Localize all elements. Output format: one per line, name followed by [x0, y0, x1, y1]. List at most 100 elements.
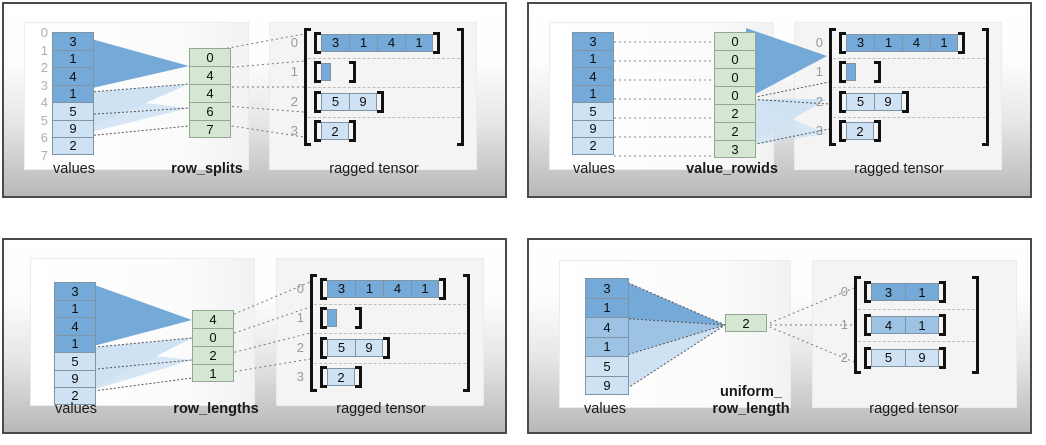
- bracket-open-icon: [320, 277, 327, 300]
- tensor-cell: 3: [327, 279, 355, 298]
- bracket-open-icon: [314, 31, 321, 54]
- bracket-close-icon: [349, 61, 356, 84]
- bracket-open-icon: [864, 314, 871, 336]
- value-cell: 2: [54, 387, 96, 405]
- bracket-close-icon: [439, 277, 446, 300]
- bracket-open-icon: [839, 90, 846, 113]
- row-separator: [308, 57, 460, 59]
- bracket-close-icon: [972, 276, 979, 374]
- value-cell: 9: [585, 375, 629, 395]
- row-separator: [308, 116, 460, 118]
- tensor-cell: 9: [874, 92, 902, 111]
- bracket-close-icon: [377, 90, 384, 113]
- tensor-cell: 4: [377, 33, 405, 52]
- tensor-row-index: 0: [815, 34, 823, 50]
- tensor-row-index: 1: [290, 64, 298, 80]
- tensor-cell: 2: [321, 122, 349, 141]
- tensor-row: 2: [327, 368, 355, 387]
- value-cell: 1: [585, 336, 629, 356]
- partition-column-4: 2: [725, 314, 767, 332]
- value-cell: 1: [572, 84, 614, 102]
- partition-cell: 2: [725, 314, 767, 332]
- tensor-row-index: 3: [815, 123, 823, 139]
- row-separator: [858, 308, 975, 310]
- partition-cell: 4: [192, 310, 234, 328]
- tensor-row-index: 3: [290, 123, 298, 139]
- bracket-close-icon: [902, 90, 909, 113]
- bracket-open-icon: [854, 276, 861, 374]
- value-index-label: 1: [40, 42, 48, 58]
- tensor-cell: 3: [871, 283, 905, 302]
- partition-cell: 0: [189, 48, 231, 66]
- value-cell: 5: [54, 352, 96, 370]
- bracket-open-icon: [864, 281, 871, 304]
- partition-label-4: uniform_ row_length: [712, 384, 790, 417]
- bracket-open-icon: [314, 120, 321, 143]
- partition-cell: 0: [714, 68, 756, 86]
- tensor-row: [321, 63, 331, 82]
- bracket-open-icon: [839, 31, 846, 54]
- value-index-label: 6: [40, 130, 48, 145]
- tensor-cell: 4: [902, 33, 930, 52]
- tensor-cell: 1: [905, 283, 939, 302]
- value-cell: 9: [52, 119, 94, 137]
- partition-cell: 2: [714, 104, 756, 122]
- bracket-close-icon: [463, 274, 470, 392]
- partition-label-3: row_lengths: [173, 401, 259, 417]
- tensor-cell: 3: [846, 33, 874, 52]
- tensor-cell: 4: [871, 316, 905, 334]
- tensor-cell: 1: [405, 33, 433, 52]
- tensor-cell: 9: [905, 348, 939, 367]
- tensor-row-index: 1: [296, 310, 304, 326]
- tensor-row-index: 1: [840, 317, 848, 332]
- bracket-open-icon: [310, 274, 317, 392]
- values-label-4: values: [584, 401, 626, 417]
- partition-label-1: row_splits: [171, 161, 243, 177]
- value-index-label: 5: [40, 112, 48, 128]
- tensor-cell-empty: [327, 309, 337, 328]
- value-cell: 4: [54, 317, 96, 335]
- tensor-cell: 2: [846, 122, 874, 141]
- bracket-close-icon: [383, 336, 390, 359]
- value-cell: 1: [572, 49, 614, 67]
- values-label-2: values: [573, 161, 615, 177]
- tensor-cell: 9: [355, 338, 383, 357]
- tensor-cell: 5: [321, 92, 349, 111]
- value-cell: 3: [585, 278, 629, 298]
- value-cell: 9: [572, 119, 614, 137]
- partition-cell: 1: [192, 364, 234, 382]
- value-cell: 1: [54, 334, 96, 352]
- partition-cell: 4: [189, 66, 231, 84]
- bracket-open-icon: [839, 120, 846, 143]
- tensor-row-index: 0: [840, 284, 848, 300]
- tensor-row-index: 1: [815, 64, 823, 80]
- partition-cell: 2: [714, 122, 756, 140]
- partition-cell: 3: [714, 140, 756, 158]
- bracket-open-icon: [320, 336, 327, 359]
- bracket-open-icon: [320, 366, 327, 389]
- value-cell: 3: [572, 32, 614, 50]
- tensor-cell: 9: [349, 92, 377, 111]
- bracket-close-icon: [433, 31, 440, 54]
- bracket-close-icon: [939, 314, 946, 336]
- value-index-label: 4: [40, 95, 48, 110]
- value-cell: 2: [52, 137, 94, 155]
- partition-cell: 6: [189, 102, 231, 120]
- value-cell: 4: [52, 67, 94, 85]
- bracket-close-icon: [355, 366, 362, 389]
- tensor-cell: 1: [874, 33, 902, 52]
